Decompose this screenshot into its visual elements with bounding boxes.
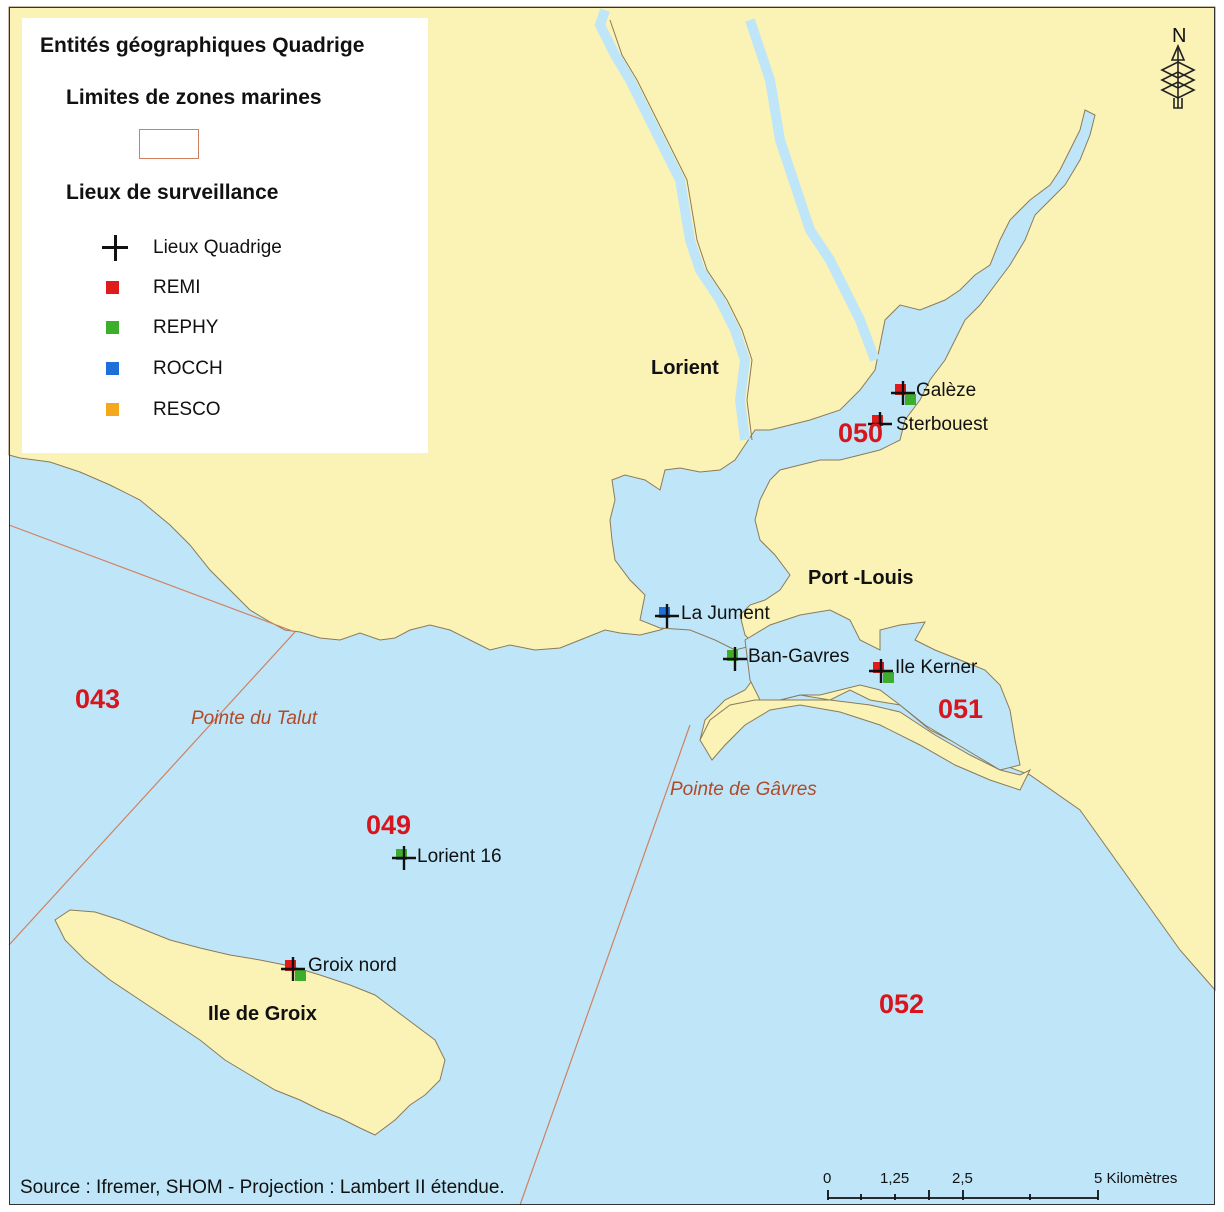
legend-item-label: REMI [153,277,201,298]
zone-label-052: 052 [879,989,925,1019]
legend-item-label: RESCO [153,399,221,420]
zone-boundary-swatch [139,129,199,159]
site-marker-sterbouest[interactable] [868,412,892,436]
place-label-pointe-du-talut: Pointe du Talut [191,708,318,729]
scale-tick-5-km: 5 Kilomètres [1094,1170,1178,1187]
site-label-ban-gavres: Ban-Gavres [748,646,850,667]
legend-item-remi: REMI [102,275,201,301]
zone-line-049-052 [519,724,691,1206]
rade-de-lorient [609,109,1096,651]
place-label-pointe-de-gavres: Pointe de Gâvres [670,779,817,800]
zone-line-043-049-north [8,524,296,633]
petite-mer-de-gavres [744,609,1021,771]
remi-square-icon [872,415,883,426]
site-marker-ile-kerner[interactable] [869,659,894,683]
legend-item-lieux-quadrige: Lieux Quadrige [102,235,282,261]
site-label-galeze: Galèze [916,380,977,401]
map-legend: Entités géographiques Quadrige Limites d… [22,18,428,453]
legend-item-label: ROCCH [153,358,223,379]
zone-line-043-049-south [8,631,296,946]
remi-square-icon [285,960,296,971]
town-label-ile-de-groix: Ile de Groix [208,1003,317,1025]
remi-square-icon [895,384,906,395]
ile-de-groix [54,909,446,1136]
site-label-lorient-16: Lorient 16 [417,846,502,867]
legend-item-label: REPHY [153,317,219,338]
site-marker-groix-nord[interactable] [281,957,306,981]
green-square-icon [102,315,130,341]
legend-item-label: Lieux Quadrige [153,237,282,258]
zone-label-049: 049 [366,810,412,840]
zone-label-050: 050 [838,418,884,448]
rocch-square-icon [659,607,670,618]
rephy-square-icon [396,849,407,860]
zone-label-051: 051 [938,694,984,724]
site-label-la-jument: La Jument [681,603,770,624]
north-arrow-icon: N [1160,25,1196,109]
site-marker-ban-gavres[interactable] [723,647,747,671]
scale-bar [827,1190,1099,1200]
scale-tick-2-5: 2,5 [952,1170,973,1187]
town-label-port-louis: Port -Louis [808,567,914,589]
site-label-sterbouest: Sterbouest [896,414,988,435]
rephy-square-icon [905,394,916,405]
cross-icon [102,235,130,261]
gavres-peninsula [699,699,1032,791]
site-label-ile-kerner: Ile Kerner [895,657,978,678]
site-marker-gal-ze[interactable] [891,381,916,405]
legend-item-resco: RESCO [102,397,221,423]
scale-tick-1-25: 1,25 [880,1170,910,1187]
rephy-square-icon [883,672,894,683]
source-credit: Source : Ifremer, SHOM - Projection : La… [20,1177,505,1198]
site-marker-la-jument[interactable] [655,604,679,628]
legend-zones-heading: Limites de zones marines [66,86,322,109]
scorff-river [594,8,751,441]
zone-boundaries [8,524,691,1206]
site-marker-lorient-16[interactable] [392,846,416,870]
legend-item-rocch: ROCCH [102,356,223,382]
town-label-lorient: Lorient [651,357,719,379]
site-label-groix-nord: Groix nord [308,955,397,976]
north-label: N [1172,25,1186,47]
rephy-square-icon [295,970,306,981]
zone-label-043: 043 [75,684,121,714]
scorff-river-bank [609,19,753,441]
blue-square-icon [102,356,130,382]
rephy-square-icon [727,650,738,661]
remi-square-icon [873,662,884,673]
sites-layer [281,381,916,981]
red-square-icon [102,275,130,301]
legend-sites-heading: Lieux de surveillance [66,181,279,204]
legend-item-rephy: REPHY [102,315,218,341]
blavet-river [745,18,880,362]
scale-tick-0: 0 [823,1170,832,1187]
orange-square-icon [102,397,130,423]
legend-title: Entités géographiques Quadrige [40,34,365,57]
